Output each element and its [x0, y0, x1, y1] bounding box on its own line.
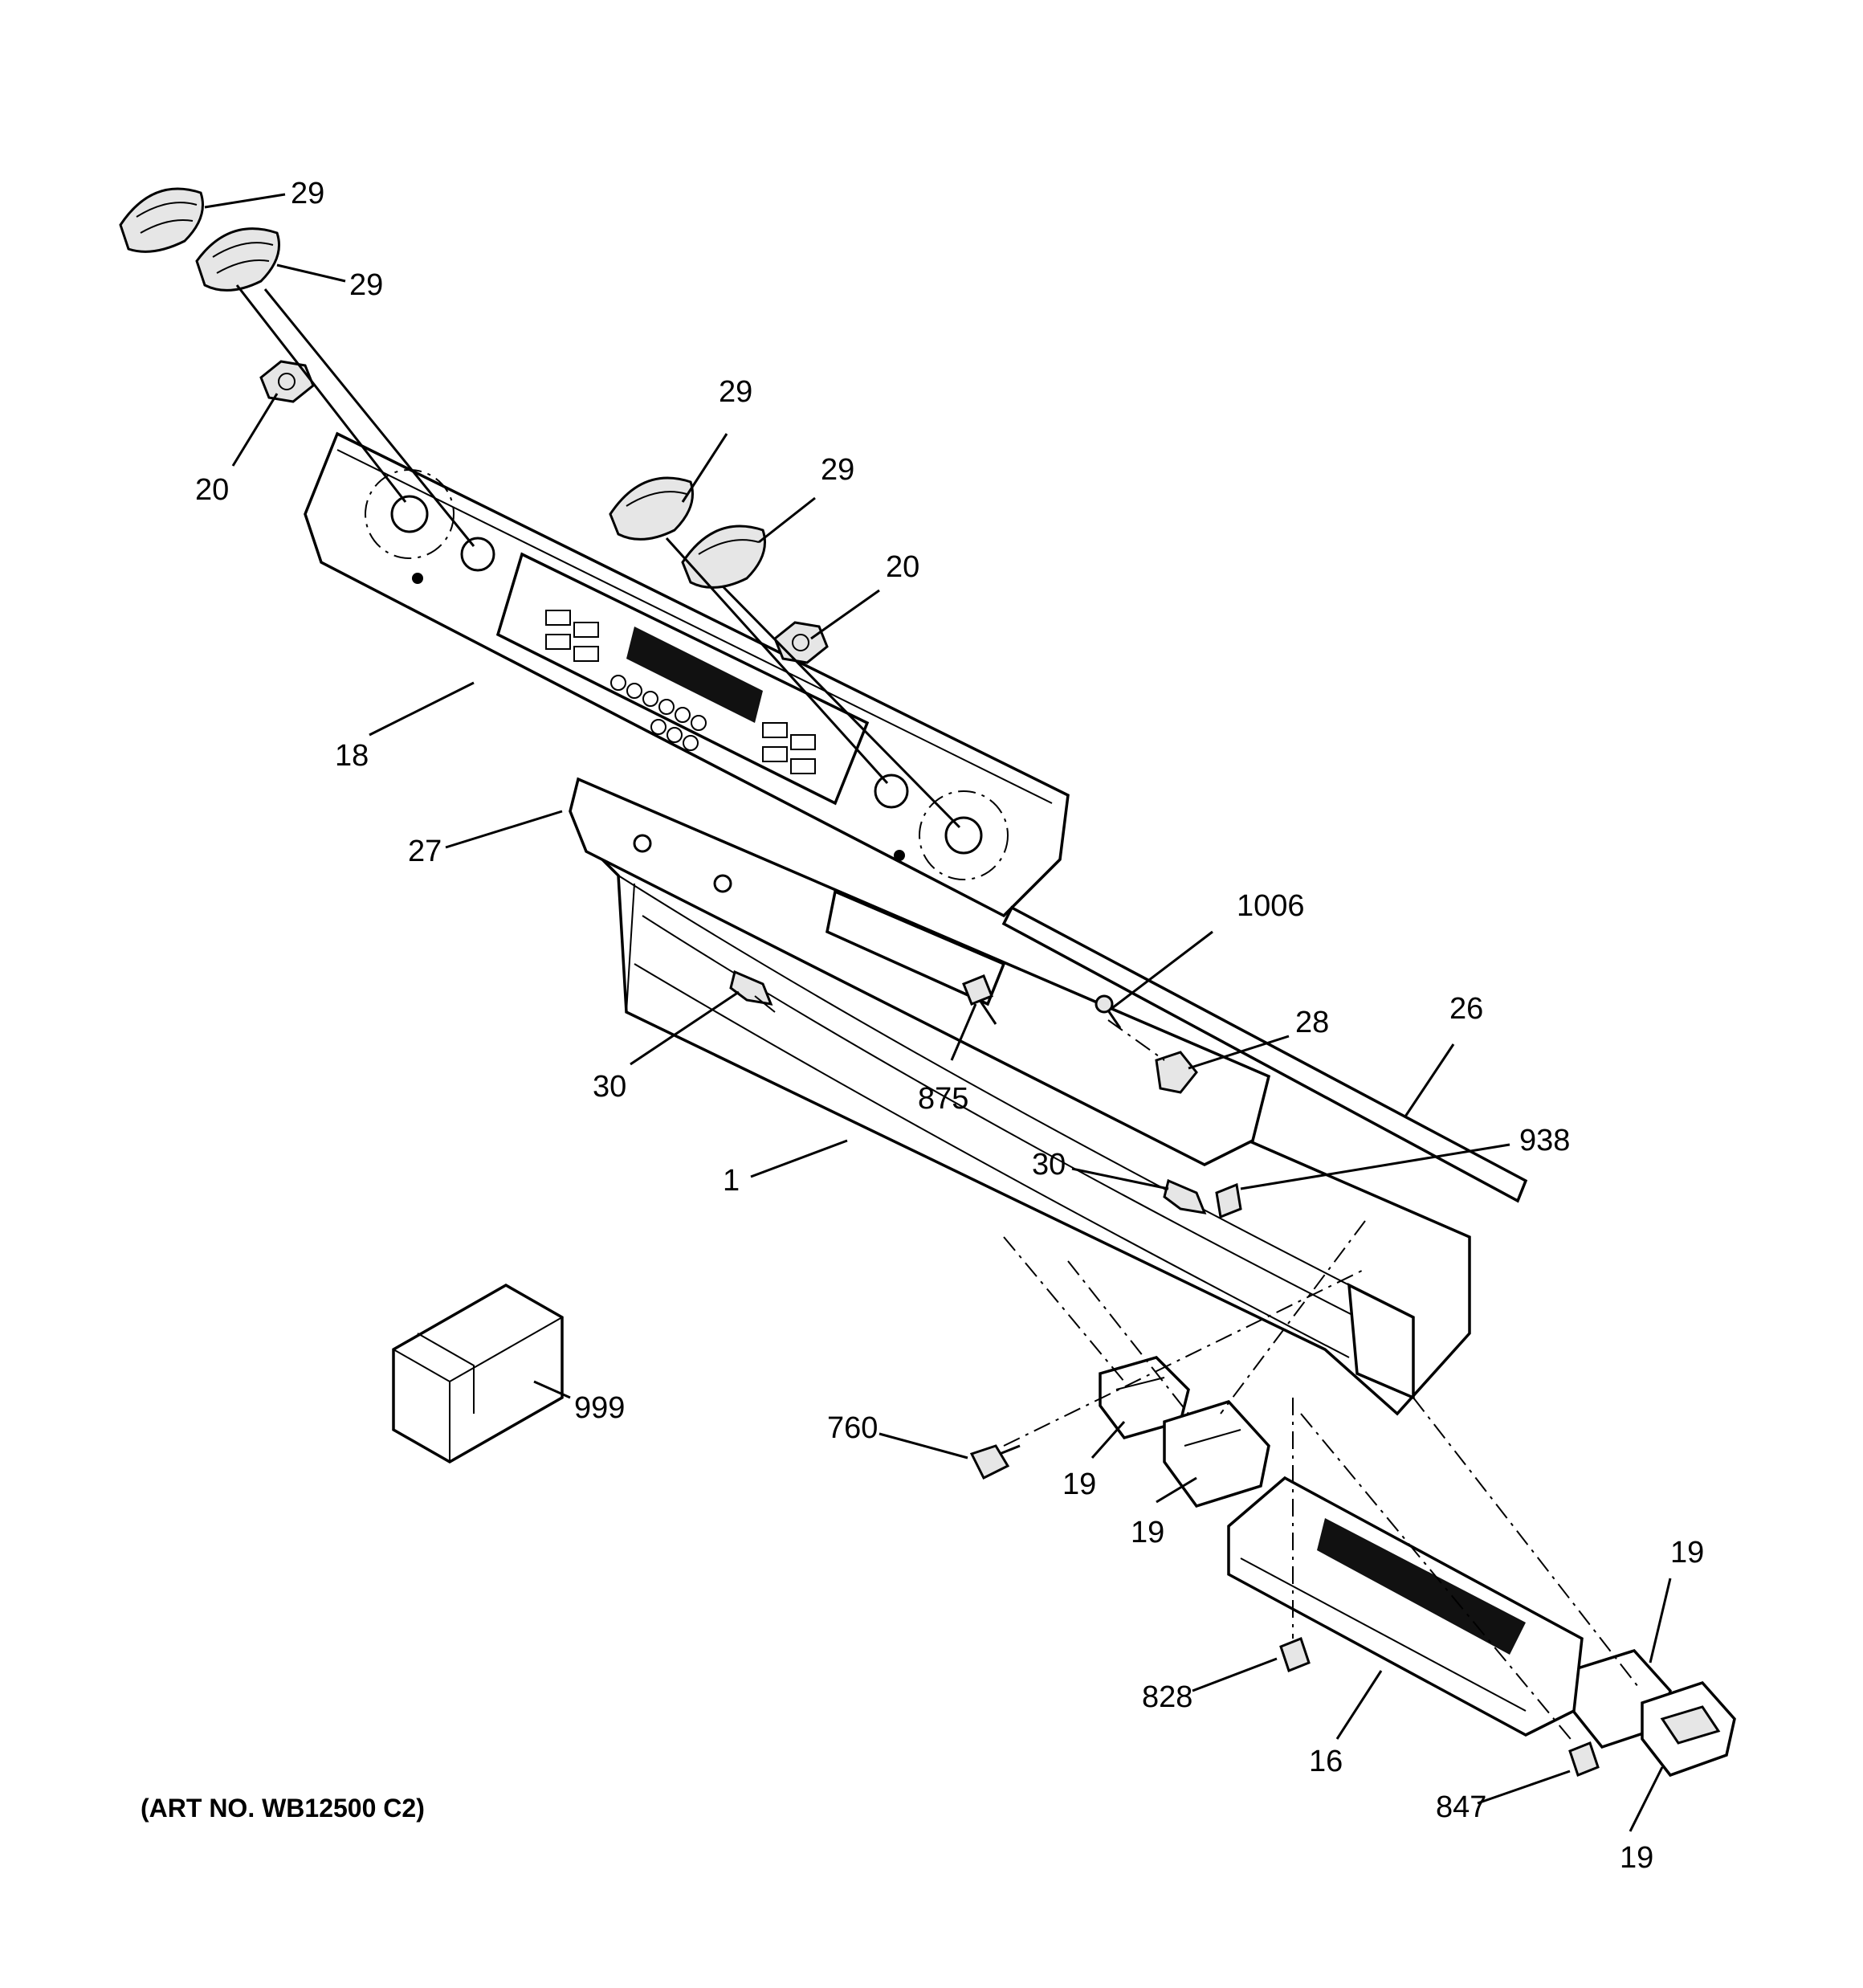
insulation-plate	[569, 777, 1271, 1166]
backsplash-housing	[601, 858, 1471, 1416]
callout-switch-28: 28	[1295, 1006, 1329, 1039]
callout-screw-760: 760	[827, 1411, 878, 1445]
switch-19-d	[1641, 1680, 1736, 1778]
callout-knob-a: 29	[291, 177, 324, 210]
callout-knob-c: 29	[719, 375, 752, 409]
callout-switch-d: 19	[1620, 1841, 1653, 1875]
assembly-lines	[1003, 1019, 1639, 1744]
knob-alignment-lines	[235, 284, 961, 829]
switch-28	[1155, 1051, 1198, 1094]
screw-828	[1279, 1637, 1311, 1672]
callout-switch-c: 19	[1670, 1536, 1704, 1570]
knob-29-b	[195, 227, 280, 292]
screw-760	[969, 1444, 1021, 1480]
callout-screw-1006: 1006	[1237, 889, 1305, 923]
knob-29-c	[609, 476, 694, 541]
ignitor-right	[1163, 1178, 1207, 1214]
switch-19-b	[1163, 1399, 1270, 1508]
callout-switch-b: 19	[1131, 1516, 1164, 1549]
control-board	[1227, 1476, 1584, 1737]
callout-ignitor-left: 30	[593, 1070, 626, 1104]
callout-kit-999: 999	[574, 1391, 625, 1425]
callout-backsplash: 1	[723, 1164, 740, 1198]
callout-knob-b: 29	[349, 268, 383, 302]
leader-lines	[204, 193, 1672, 1832]
callout-trim-26: 26	[1449, 992, 1483, 1026]
knob-29-a	[119, 187, 204, 253]
screw-1006	[1095, 994, 1122, 1029]
callout-screw-875: 875	[918, 1082, 968, 1116]
callout-screw-828: 828	[1142, 1680, 1192, 1714]
callout-hex-nut-right: 20	[886, 550, 919, 584]
callout-control-board: 16	[1309, 1745, 1343, 1778]
callout-hex-nut-left: 20	[195, 473, 229, 507]
control-panel	[304, 431, 1070, 918]
callout-clip-938: 938	[1519, 1124, 1570, 1157]
trim-strip	[1001, 905, 1528, 1203]
callout-insulation: 27	[408, 835, 442, 868]
knob-29-d	[681, 525, 766, 589]
art-number: (ART NO. WB12500 C2)	[141, 1794, 425, 1823]
clip-938	[1215, 1182, 1242, 1219]
screw-875	[962, 974, 997, 1025]
callout-switch-a: 19	[1062, 1468, 1096, 1501]
hex-nut-right	[773, 621, 829, 664]
callout-screw-847: 847	[1436, 1790, 1486, 1824]
callout-control-panel: 18	[335, 739, 369, 773]
callout-ignitor-right: 30	[1032, 1148, 1066, 1182]
callout-labels: 29 29 20 29 29 20 18 27 30 875 1006 28 2…	[195, 177, 1704, 1875]
callout-knob-d: 29	[821, 453, 854, 487]
hex-nut-left	[259, 360, 315, 403]
ignitor-left	[729, 970, 776, 1013]
screw-847	[1568, 1741, 1600, 1777]
kit-box	[392, 1283, 564, 1464]
